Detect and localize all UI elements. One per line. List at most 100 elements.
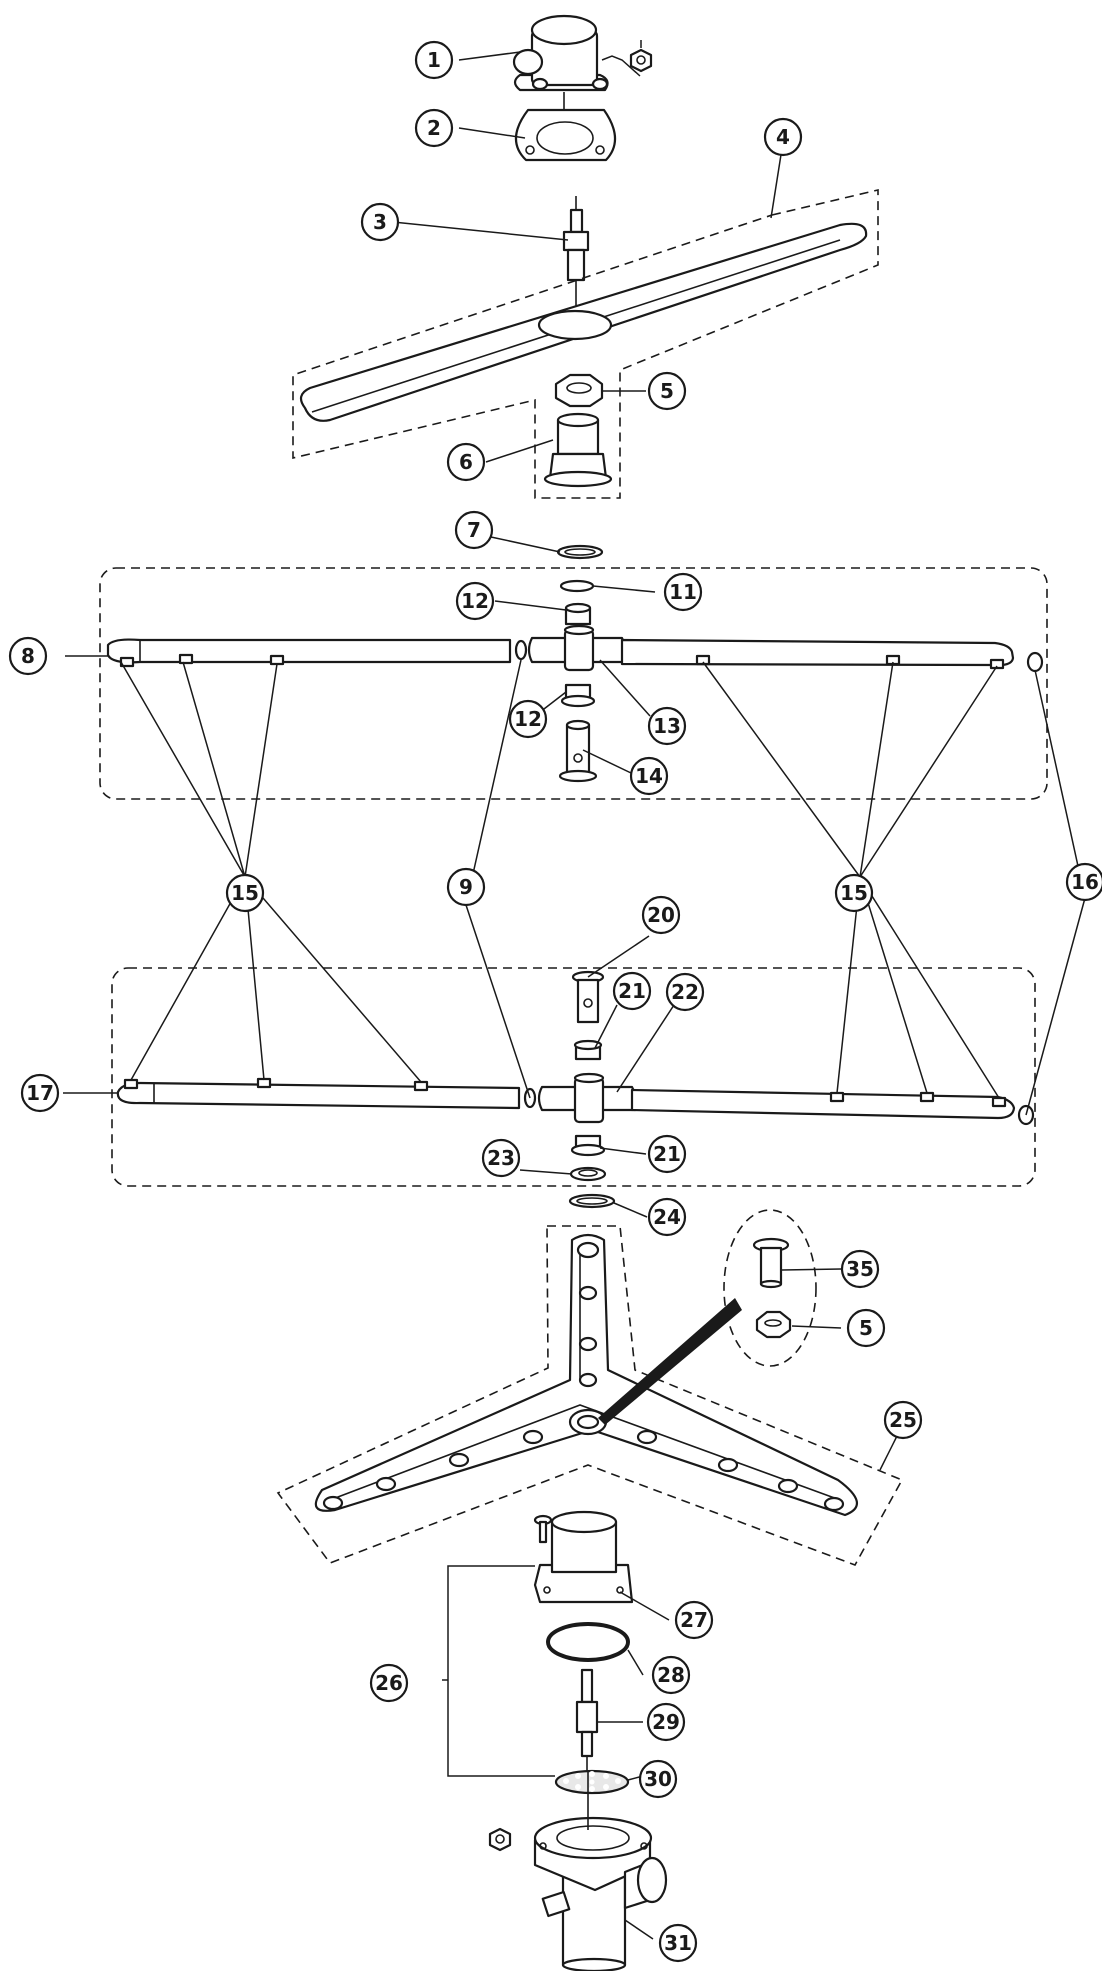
svg-text:35: 35 [846, 1257, 874, 1281]
svg-text:1: 1 [427, 48, 441, 72]
part-31-base-housing [533, 1816, 668, 1971]
part-21-bushing-lower [570, 1134, 606, 1157]
part-28-o-ring [546, 1622, 630, 1662]
callout-17: 17 [20, 1073, 60, 1113]
lower-spray-arm-assembly-box [111, 967, 1036, 1187]
part-1-hub-housing [512, 14, 609, 110]
svg-text:25: 25 [889, 1408, 917, 1432]
svg-text:11: 11 [669, 580, 697, 604]
callout-3: 3 [360, 202, 400, 242]
callout-bubbles: 1 2 3 4 5 6 7 8 9 11 12 12 13 14 15 15 1… [8, 40, 1102, 1963]
detail-ellipse [723, 1209, 817, 1367]
part-20-spindle [571, 970, 605, 1024]
callout-27: 27 [674, 1600, 714, 1640]
svg-text:17: 17 [26, 1081, 54, 1105]
callout-21-lower: 21 [647, 1134, 687, 1174]
callout-12-upper: 12 [455, 581, 495, 621]
svg-text:12: 12 [461, 589, 489, 613]
svg-text:21: 21 [653, 1142, 681, 1166]
part-24-washer-inner [576, 1197, 608, 1205]
svg-text:5: 5 [859, 1316, 873, 1340]
part-25-lower-spray-arm [314, 1233, 858, 1517]
svg-text:15: 15 [231, 881, 259, 905]
part-21-bushing-upper [573, 1039, 603, 1061]
callout-29: 29 [646, 1702, 686, 1742]
callout-6: 6 [446, 442, 486, 482]
svg-text:29: 29 [652, 1710, 680, 1734]
part-35-bushing [752, 1237, 790, 1289]
svg-text:9: 9 [459, 875, 473, 899]
svg-text:5: 5 [660, 379, 674, 403]
callout-20: 20 [641, 895, 681, 935]
part-5-nut-detail [755, 1310, 792, 1339]
callout-35: 35 [840, 1249, 880, 1289]
callout-1: 1 [414, 40, 454, 80]
callout-15-left: 15 [225, 873, 265, 913]
svg-text:12: 12 [514, 707, 542, 731]
callout-23: 23 [481, 1138, 521, 1178]
svg-text:20: 20 [647, 903, 675, 927]
part-29-stud [575, 1668, 599, 1776]
callout-4: 4 [763, 117, 803, 157]
part-2-gasket [514, 108, 617, 162]
callout-5-upper: 5 [647, 371, 687, 411]
part-12-bushing-upper [564, 602, 592, 626]
part-3-bolt [562, 196, 590, 312]
arm-to-detail-leader [598, 1298, 742, 1425]
part-30-disc [554, 1769, 630, 1795]
callout-24: 24 [647, 1197, 687, 1237]
part-12-bushing-lower [560, 683, 596, 708]
callout-31: 31 [658, 1923, 698, 1963]
part-8-left-arm-tube [106, 638, 512, 668]
svg-text:23: 23 [487, 1146, 515, 1170]
callout-13: 13 [647, 706, 687, 746]
part-6-hub [543, 412, 613, 488]
part-17-left-arm-tube [116, 1077, 521, 1110]
part-22-center-connector [537, 1072, 637, 1124]
part-25-dashed-outline [276, 1225, 904, 1566]
svg-text:24: 24 [653, 1205, 681, 1229]
leader-lines [63, 51, 1086, 1940]
svg-text:14: 14 [635, 764, 663, 788]
part-8-right-arm-tube [620, 638, 1015, 670]
svg-text:3: 3 [373, 210, 387, 234]
part-13-center-connector [527, 624, 627, 672]
svg-text:7: 7 [467, 518, 481, 542]
part-11-o-ring [559, 579, 595, 593]
part-16-end-cap-upper [1026, 651, 1044, 673]
svg-text:26: 26 [375, 1671, 403, 1695]
svg-text:13: 13 [653, 714, 681, 738]
part-7-washer-inner [564, 548, 596, 556]
part-17-right-arm-tube [630, 1088, 1016, 1120]
svg-text:16: 16 [1071, 870, 1099, 894]
callout-21-upper: 21 [612, 971, 652, 1011]
part-14-spindle [558, 719, 598, 783]
part-27-flange [533, 1510, 634, 1604]
callout-8: 8 [8, 636, 48, 676]
callout-25: 25 [883, 1400, 923, 1440]
callout-14: 14 [629, 756, 669, 796]
middle-spray-arm-assembly-box [99, 567, 1048, 800]
part-23-nut [569, 1166, 607, 1182]
part-9-ring-upper [514, 639, 528, 661]
part-5-nut-upper [554, 373, 604, 408]
svg-text:15: 15 [840, 881, 868, 905]
callout-15-right: 15 [834, 873, 874, 913]
svg-text:8: 8 [21, 644, 35, 668]
callout-5-lower: 5 [846, 1308, 886, 1348]
callout-7: 7 [454, 510, 494, 550]
hex-nut-top [601, 40, 653, 77]
callout-9: 9 [446, 867, 486, 907]
callout-12-lower: 12 [508, 699, 548, 739]
callout-26: 26 [369, 1663, 409, 1703]
svg-text:4: 4 [776, 125, 790, 149]
svg-text:27: 27 [680, 1608, 708, 1632]
callout-28: 28 [651, 1655, 691, 1695]
svg-text:31: 31 [664, 1931, 692, 1955]
svg-text:21: 21 [618, 979, 646, 1003]
hex-nut-bottom [488, 1827, 512, 1852]
svg-text:6: 6 [459, 450, 473, 474]
svg-text:30: 30 [644, 1767, 672, 1791]
part-4-dashed-outline [292, 188, 879, 499]
